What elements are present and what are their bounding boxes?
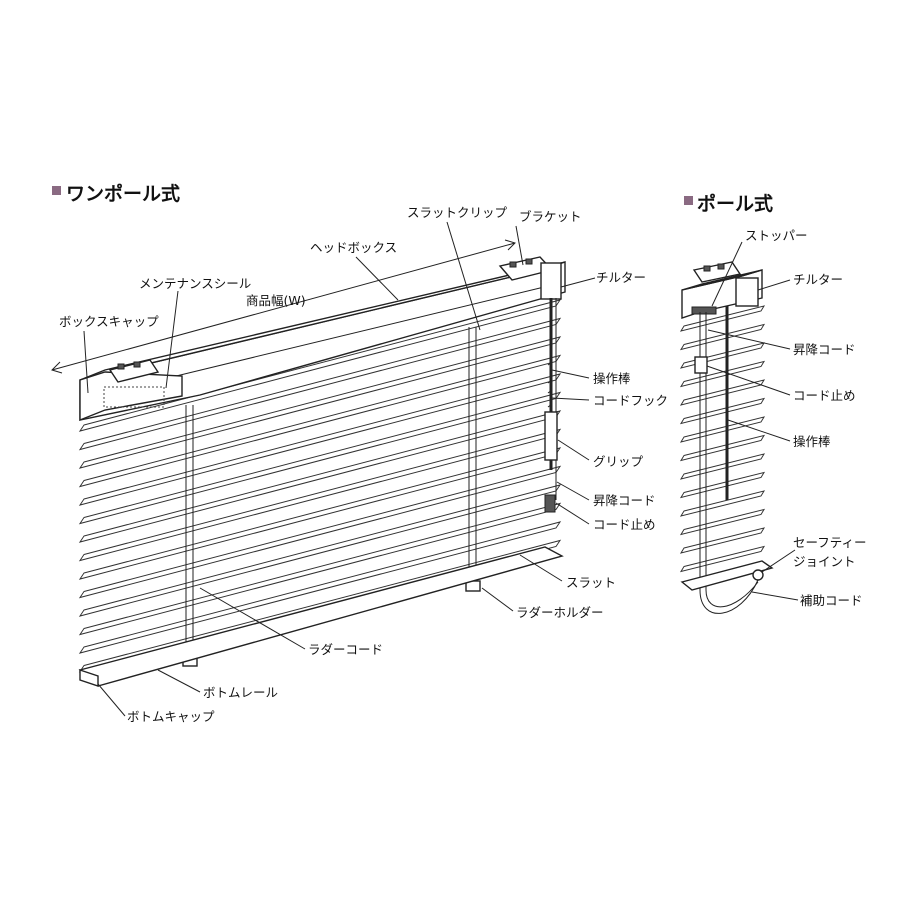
title-marker-one-pole <box>52 186 61 195</box>
title-pole: ポール式 <box>697 192 773 215</box>
slat <box>679 490 766 517</box>
slat <box>679 545 766 573</box>
title-marker-pole <box>684 196 693 205</box>
pole-stopper <box>691 306 717 315</box>
label-product-width: 商品幅(W) <box>246 293 306 308</box>
label-operating-rod-2: 操作棒 <box>793 434 831 449</box>
slat <box>679 453 766 480</box>
box-cap <box>79 371 183 422</box>
tilter-unit <box>540 262 562 300</box>
slat <box>679 471 766 499</box>
pole-tilter <box>735 277 759 307</box>
label-grip: グリップ <box>593 454 644 469</box>
maintenance-seal-area <box>103 386 165 408</box>
label-head-box: ヘッドボックス <box>310 240 397 255</box>
width-dimension-line <box>51 242 516 371</box>
label-tilter-2: チルター <box>793 272 843 287</box>
label-ladder-holder: ラダーホルダー <box>516 605 604 620</box>
label-cord-hook: コードフック <box>593 393 668 408</box>
label-aux-cord: 補助コード <box>800 593 863 608</box>
slat <box>679 397 766 425</box>
slat <box>679 508 766 536</box>
label-safety-joint-line2: ジョイント <box>793 554 856 569</box>
pole-cord-stop <box>694 356 708 374</box>
label-slat: スラット <box>566 575 616 590</box>
one-pole-blind-drawing <box>51 239 566 687</box>
label-lift-cord-2: 昇降コード <box>793 342 856 357</box>
label-stopper: ストッパー <box>745 228 808 243</box>
title-one-pole: ワンポール式 <box>66 182 180 205</box>
label-operating-rod: 操作棒 <box>593 371 631 386</box>
label-safety-joint-line1: セーフティー <box>793 535 867 550</box>
right-slat-stack <box>679 305 766 573</box>
slat <box>679 323 766 351</box>
cord-stop <box>544 494 556 513</box>
pole-bottom-rail <box>680 560 774 591</box>
label-maintenance-seal: メンテナンスシール <box>139 276 251 291</box>
label-bottom-cap: ボトムキャップ <box>127 709 215 724</box>
slat <box>679 434 766 462</box>
label-lift-cord: 昇降コード <box>593 493 656 508</box>
head-box-top <box>79 261 566 381</box>
aux-cord <box>699 579 759 614</box>
pole-blind-drawing <box>679 261 774 614</box>
label-cord-stop: コード止め <box>593 517 656 532</box>
label-slat-clip: スラットクリップ <box>407 205 508 220</box>
bottom-cap <box>79 669 99 687</box>
left-leader-lines <box>83 221 596 717</box>
label-cord-stop-2: コード止め <box>793 388 856 403</box>
grip <box>544 411 558 461</box>
label-tilter: チルター <box>596 270 646 285</box>
label-bracket: ブラケット <box>519 209 582 224</box>
cord-hook <box>547 361 553 384</box>
label-ladder-cord: ラダーコード <box>308 642 383 657</box>
slat <box>679 360 766 388</box>
label-box-cap: ボックスキャップ <box>59 314 159 329</box>
label-bottom-rail: ボトムレール <box>203 685 278 700</box>
slat <box>78 521 562 654</box>
slat <box>679 305 766 332</box>
slat <box>78 502 562 636</box>
safety-joint <box>752 569 764 581</box>
right-leader-lines <box>706 241 799 601</box>
slat <box>679 527 766 554</box>
